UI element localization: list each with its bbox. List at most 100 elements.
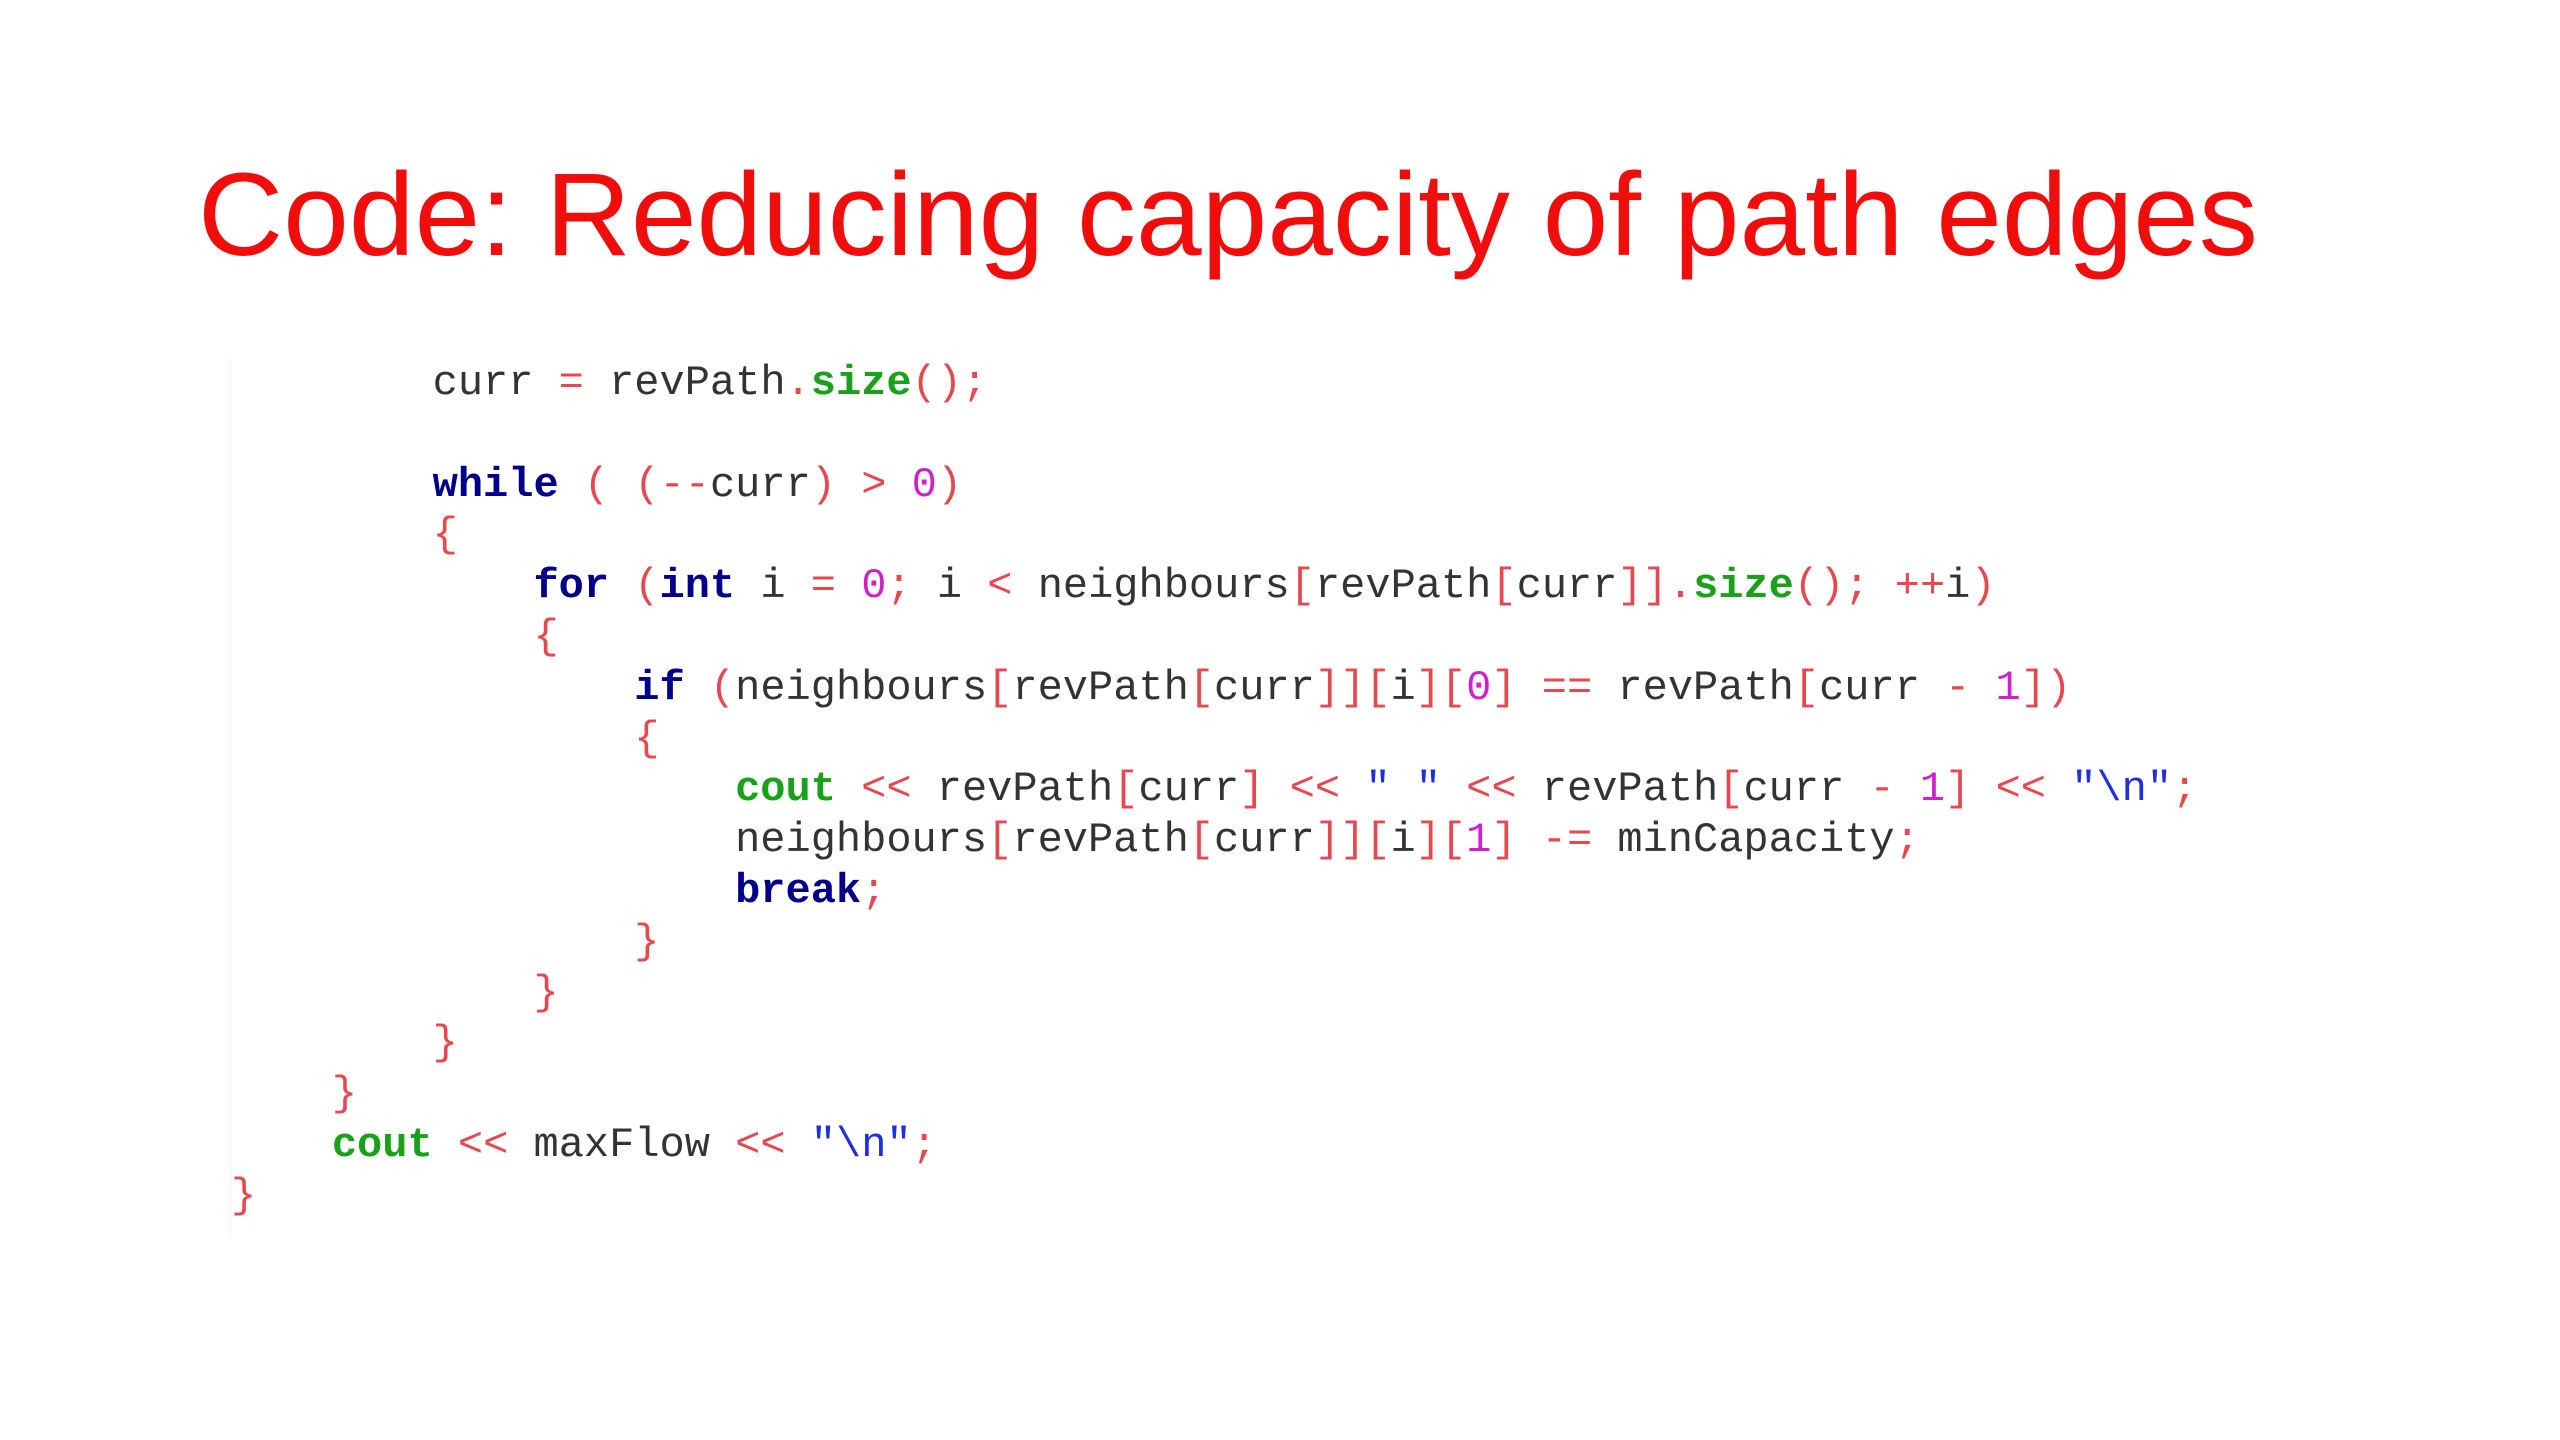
- code-token: cout: [331, 1121, 433, 1169]
- code-token: ();: [911, 359, 988, 407]
- code-token: [1970, 765, 1995, 813]
- code-token: [: [1491, 562, 1517, 611]
- code-line: {: [231, 612, 559, 663]
- code-token: -: [1869, 765, 1895, 814]
- code-token: ]: [1239, 765, 1265, 814]
- code-token: i: [911, 562, 988, 611]
- code-token: [1264, 765, 1289, 813]
- code-token: }: [432, 1019, 458, 1068]
- code-token: i: [735, 562, 811, 611]
- code-token: <<: [457, 1121, 509, 1169]
- code-token: maxFlow: [508, 1121, 736, 1169]
- code-token: if: [634, 663, 685, 712]
- code-indent: [231, 511, 433, 559]
- code-token: ]][: [1314, 663, 1391, 712]
- code-token: ]: [1491, 663, 1517, 712]
- code-token: [1441, 765, 1466, 813]
- code-token: [1517, 664, 1542, 712]
- code-token: [: [1289, 562, 1315, 611]
- code-token: ]): [2020, 663, 2072, 712]
- code-token: cout: [735, 765, 836, 814]
- code-token: }: [634, 917, 660, 966]
- code-indent: [231, 613, 533, 661]
- code-indent: [231, 461, 433, 509]
- code-token: <<: [1289, 765, 1341, 814]
- code-token: [836, 765, 861, 813]
- code-token: [: [1793, 663, 1820, 712]
- code-token: int: [659, 562, 736, 611]
- code-token: ][: [1415, 816, 1467, 865]
- code-line: for (int i = 0; i < neighbours[revPath[c…: [231, 561, 1996, 612]
- code-line: neighbours[revPath[curr]][i][1] -= minCa…: [231, 815, 1920, 866]
- code-token: size: [810, 359, 912, 407]
- code-token: 0: [861, 562, 887, 611]
- code-token: ;: [911, 1121, 937, 1169]
- code-token: {: [432, 511, 458, 560]
- code-line: cout << maxFlow << "\n";: [231, 1120, 937, 1171]
- code-token: {: [533, 613, 559, 661]
- code-token: [786, 1121, 811, 1169]
- code-token: =: [810, 562, 836, 611]
- code-token: revPath: [1592, 663, 1794, 712]
- slide-title: Code: Reducing capacity of path edges: [198, 149, 2258, 281]
- code-token: ;: [861, 867, 887, 915]
- code-token: =: [558, 359, 584, 407]
- code-token: [886, 461, 911, 509]
- code-line: {: [231, 510, 458, 561]
- code-line: }: [231, 1018, 458, 1069]
- code-line: curr = revPath.size();: [231, 358, 988, 409]
- code-token: revPath: [583, 359, 786, 407]
- code-token: ): [1970, 562, 1996, 611]
- code-token: curr: [1516, 562, 1618, 611]
- code-indent: [231, 816, 735, 864]
- code-token: }: [533, 968, 559, 1017]
- code-token: ]: [1491, 816, 1517, 865]
- code-indent: [231, 969, 533, 1017]
- code-indent: [231, 1070, 332, 1118]
- code-token: i: [1945, 562, 1971, 611]
- code-token: [433, 1121, 458, 1169]
- code-token: }: [331, 1070, 358, 1119]
- code-indent: [231, 715, 634, 763]
- code-token: minCapacity: [1592, 816, 1895, 865]
- code-token: (--: [634, 460, 710, 509]
- code-token: "\n": [2071, 765, 2173, 814]
- code-token: [1970, 664, 1995, 712]
- code-token: i: [1390, 663, 1416, 712]
- code-token: <: [987, 562, 1013, 611]
- code-token: >: [861, 460, 887, 509]
- code-indent: [231, 867, 735, 915]
- code-token: "\n": [810, 1121, 912, 1169]
- code-token: ;: [2172, 765, 2198, 814]
- code-token: curr: [1819, 663, 1946, 712]
- code-token: curr: [1743, 765, 1870, 814]
- code-indent: [231, 1121, 332, 1169]
- code-token: neighbours: [1012, 562, 1290, 611]
- code-indent: [231, 918, 634, 966]
- code-token: 0: [911, 460, 937, 509]
- code-line: }: [231, 1171, 256, 1222]
- code-line: if (neighbours[revPath[curr]][i][0] == r…: [231, 663, 2071, 714]
- code-token: 1: [1919, 765, 1946, 814]
- code-line: }: [231, 968, 559, 1019]
- code-indent: [231, 1019, 433, 1067]
- code-token: ]: [1945, 765, 1971, 814]
- code-token: ++: [1894, 562, 1946, 611]
- code-token: ): [810, 460, 836, 509]
- code-token: 1: [1466, 816, 1492, 865]
- code-token: <<: [1995, 765, 2046, 814]
- code-token: curr: [1214, 816, 1315, 865]
- code-token: ;: [1894, 816, 1920, 865]
- code-token: curr: [1138, 765, 1240, 814]
- code-token: ): [936, 460, 963, 509]
- code-token: curr: [709, 460, 811, 509]
- code-token: while: [432, 460, 559, 509]
- code-token: revPath: [1012, 663, 1189, 712]
- code-token: [609, 461, 634, 509]
- code-token: revPath: [1314, 562, 1492, 611]
- code-token: curr: [1214, 663, 1315, 712]
- code-token: [: [1188, 663, 1215, 712]
- code-token: curr: [432, 359, 559, 407]
- code-token: revPath: [911, 765, 1114, 814]
